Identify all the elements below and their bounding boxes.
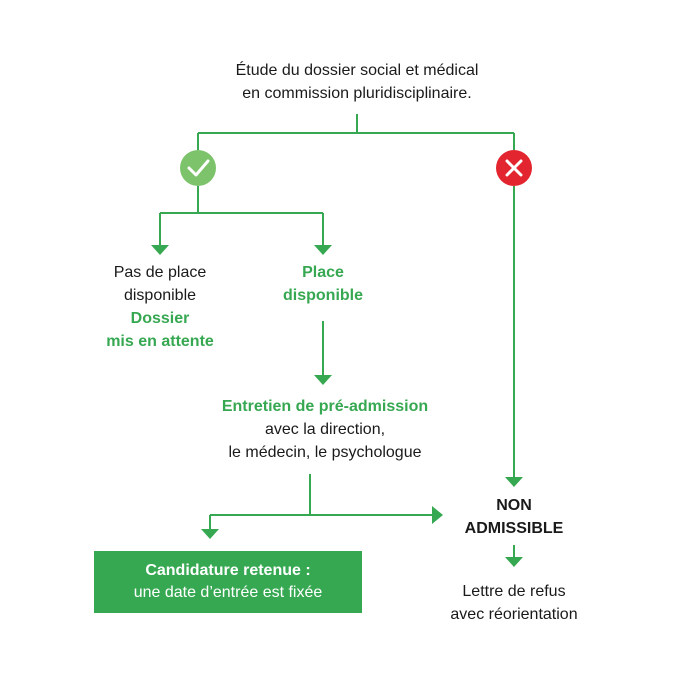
connector-lines (159, 114, 515, 558)
interview-line3: le médecin, le psychologue (228, 444, 422, 461)
arrowhead-accepted (201, 529, 219, 539)
place-node: Place disponible (253, 261, 393, 307)
non-admissible-line1: NON (496, 497, 532, 514)
top-node-line2: en commission pluridisciplinaire. (242, 85, 472, 102)
refusal-node: Lettre de refus avec réorientation (424, 580, 604, 626)
top-node-line1: Étude du dossier social et médical (235, 62, 479, 79)
top-node-text: Étude du dossier social et médical en co… (177, 59, 537, 105)
interview-line1: Entretien de pré-admission (221, 398, 429, 415)
no-place-node: Pas de place disponible Dossier mis en a… (80, 261, 240, 353)
place-line1: Place (302, 264, 344, 281)
no-place-line4: mis en attente (106, 333, 214, 350)
cross-icon (496, 150, 532, 186)
place-line2: disponible (283, 287, 363, 304)
arrowheads (151, 245, 523, 567)
refusal-line2: avec réorientation (450, 606, 578, 623)
interview-line2: avec la direction, (264, 421, 386, 438)
arrowhead-no-place (151, 245, 169, 255)
arrowhead-refusal (505, 557, 523, 567)
accepted-line2: une date d’entrée est fixée (133, 584, 323, 601)
arrowhead-right-non-admissible (432, 506, 443, 524)
non-admissible-line2: ADMISSIBLE (464, 520, 564, 537)
no-place-line3: Dossier (130, 310, 190, 327)
arrowhead-place (314, 245, 332, 255)
non-admissible-node: NON ADMISSIBLE (444, 494, 584, 540)
check-icon (180, 150, 216, 186)
interview-node: Entretien de pré-admission avec la direc… (175, 395, 475, 464)
accepted-line1: Candidature retenue : (145, 562, 311, 579)
arrowhead-non-admissible (505, 477, 523, 487)
no-place-line1: Pas de place (113, 264, 207, 281)
arrowhead-interview (314, 375, 332, 385)
no-place-line2: disponible (123, 287, 197, 304)
refusal-line1: Lettre de refus (462, 583, 566, 600)
accepted-box: Candidature retenue : une date d’entrée … (94, 551, 362, 613)
